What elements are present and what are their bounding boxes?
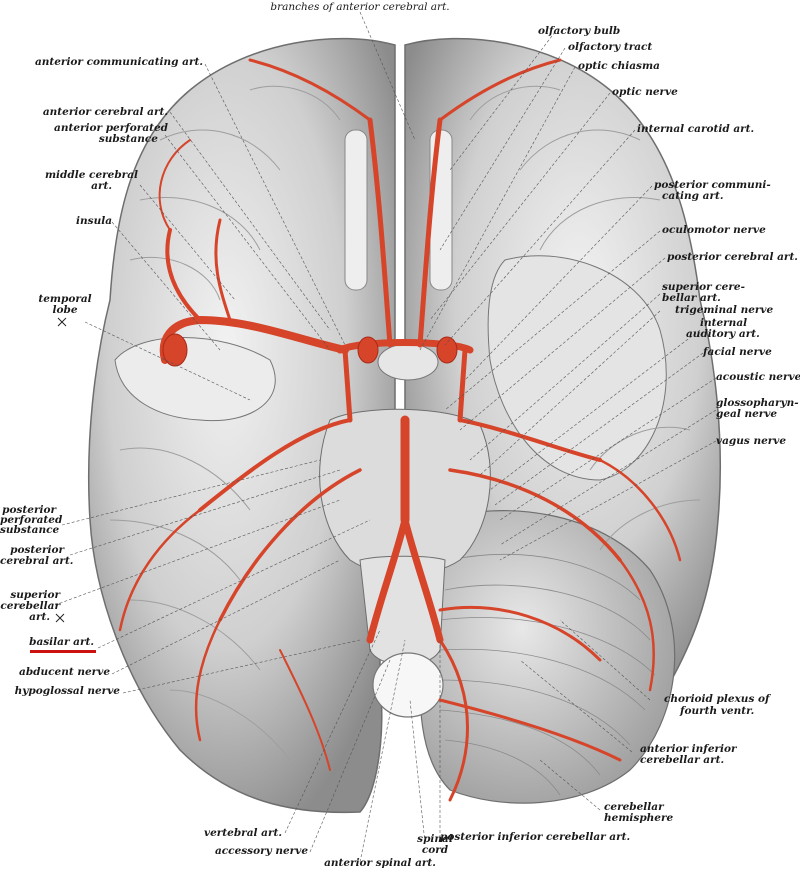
label-posterior-perforated-1: posterior [2,504,56,516]
label-posterior-communicating-1: posterior communi- [654,179,771,191]
label-trigeminal: trigeminal nerve [675,304,774,316]
label-anterior-cerebral: anterior cerebral art. [42,106,168,118]
label-posterior-cerebral-left-2: cerebral art. [0,555,74,567]
label-cerebellar-hemisphere-2: hemisphere [604,812,674,824]
label-anterior-perforated-1: anterior perforated [54,122,168,134]
label-chorioid-2: fourth ventr. [680,705,755,717]
right-temporal-region [487,255,667,481]
label-spinal-cord-2: cord [421,844,449,856]
left-mca-stump [162,333,188,367]
label-posterior-perforated-3: substance [0,524,60,536]
label-anterior-perforated-2: substance [98,133,158,145]
label-optic-nerve: optic nerve [612,86,678,98]
cross-marks [55,317,67,623]
label-olfactory-bulb: olfactory bulb [538,25,621,37]
label-anterior-spinal: anterior spinal art. [324,857,436,869]
leader-lines [54,11,717,863]
label-temporal-lobe-2: lobe [52,304,78,316]
label-superior-cerebellar-left-1: superior [10,589,60,601]
right-internal-carotid-stump [436,336,458,364]
label-vagus: vagus nerve [716,435,787,447]
label-oculomotor: oculomotor nerve [662,224,766,236]
label-middle-cerebral-1: middle cerebral [44,169,138,181]
label-middle-cerebral-2: art. [91,180,112,192]
optic-chiasma [377,343,439,381]
label-glossopharyngeal-2: geal nerve [716,408,778,420]
label-posterior-inferior-cerebellar: posterior inferior cerebellar art. [440,831,631,843]
label-basilar: basilar art. [29,636,94,648]
left-internal-carotid-stump [357,336,379,364]
label-internal-auditory-2: auditory art. [686,328,760,340]
label-olfactory-tract: olfactory tract [568,41,653,53]
label-branches-anterior-cerebral: branches of anterior cerebral art. [270,1,450,13]
label-anterior-communicating: anterior communicating art. [34,56,203,68]
label-anterior-inferior-cerebellar-2: cerebellar art. [640,754,725,766]
label-chorioid-1: chorioid plexus of [664,693,770,705]
label-acoustic: acoustic nerve [716,371,800,383]
label-accessory: accessory nerve [214,845,308,857]
label-facial: facial nerve [703,346,772,358]
label-internal-auditory-1: internal [700,317,748,329]
label-abducent: abducent nerve [19,666,110,678]
label-superior-cerebellar-left-3: art. [29,611,50,623]
label-superior-cerebellar-left-2: cerebellar [0,600,60,612]
label-hypoglossal: hypoglossal nerve [14,685,120,697]
label-temporal-lobe-1: temporal [38,293,92,305]
label-posterior-cerebral-left-1: posterior [10,544,64,556]
label-vertebral: vertebral art. [203,827,282,839]
label-glossopharyngeal-1: glossopharyn- [716,397,799,409]
label-internal-carotid: internal carotid art. [637,123,755,135]
label-posterior-cerebral-right: posterior cerebral art. [667,251,798,263]
basilar-underline [30,650,96,653]
gyri-lines [109,85,701,761]
label-superior-cerebellar-right-1: superior cere- [662,281,745,293]
label-posterior-communicating-2: cating art. [662,190,724,202]
label-cerebellar-hemisphere-1: cerebellar [604,801,664,813]
cerebellar-folia [439,553,656,796]
spinal-cord [372,652,444,718]
label-superior-cerebellar-right-2: bellar art. [662,292,721,304]
label-anterior-inferior-cerebellar-1: anterior inferior [640,743,737,755]
label-insula: insula [76,215,112,227]
label-spinal-cord-1: spinal [417,833,453,845]
left-hemisphere [87,37,396,814]
label-optic-chiasma: optic chiasma [578,60,660,72]
label-posterior-perforated-2: perforated [0,514,63,526]
